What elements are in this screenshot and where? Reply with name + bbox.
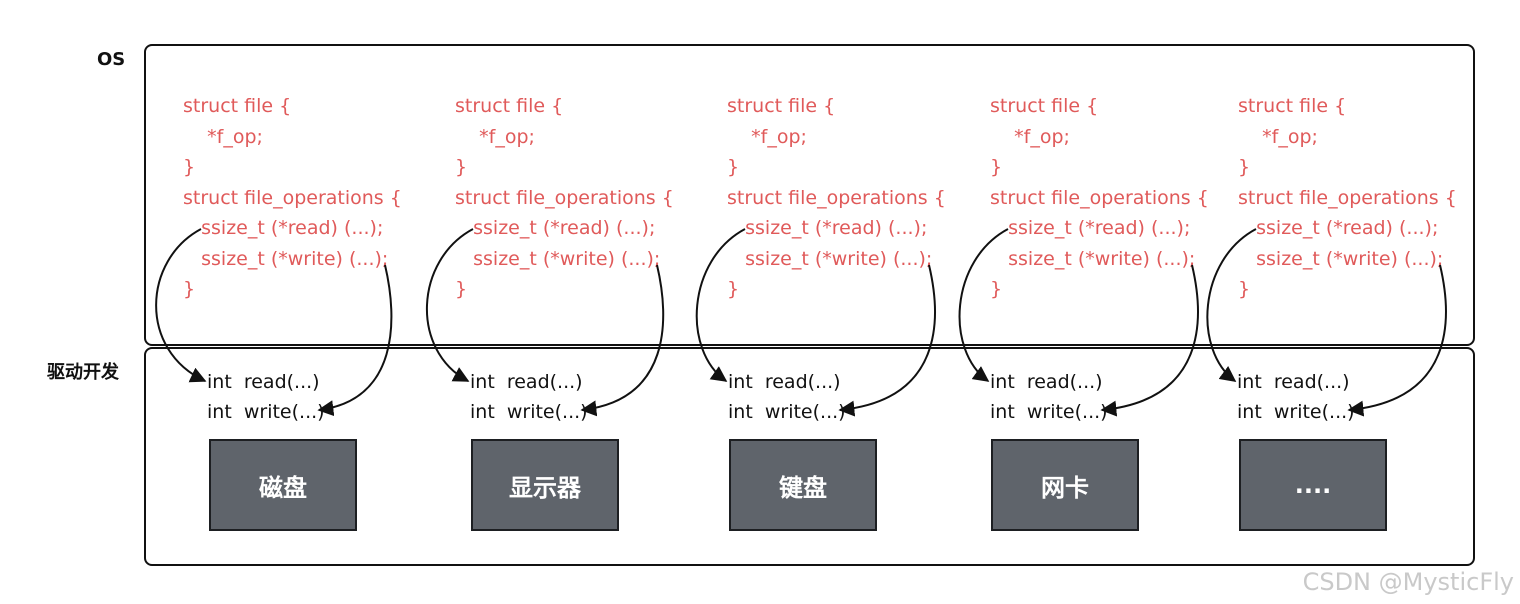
read-arrow [425,228,474,382]
code-line: struct file_operations { [183,186,402,209]
code-line: *f_op; [455,125,535,148]
code-line: } [727,156,740,178]
driver-func-read: int read(...) [728,371,841,393]
read-arrow [1206,228,1257,382]
device-box: 键盘 [729,439,877,531]
code-line: *f_op; [990,125,1070,148]
driver-functions: int read(...) int write(...) [728,367,846,427]
code-line: struct file { [727,95,836,117]
struct-code-block: struct file { *f_op;} struct file_operati… [727,91,946,305]
driver-func-write: int write(...) [990,401,1108,423]
device-box: 网卡 [991,439,1139,531]
write-arrow [1347,264,1447,417]
code-line: } [727,278,740,300]
driver-func-write: int write(...) [470,401,588,423]
driver-functions: int read(...) int write(...) [207,367,325,427]
read-arrow [155,228,207,383]
driver-functions: int read(...) int write(...) [1237,367,1355,427]
code-line: ssize_t (*write) (...); [183,247,389,270]
write-arrow [317,264,393,417]
code-line: struct file_operations { [727,186,946,209]
code-line: ssize_t (*write) (...); [455,247,661,270]
device-box: .... [1239,439,1387,531]
code-line: struct file_operations { [1238,186,1457,209]
struct-code-block: struct file { *f_op;} struct file_operati… [183,91,402,305]
driver-label: 驱动开发 [47,362,119,383]
code-line: ssize_t (*write) (...); [1238,247,1444,270]
os-panel [144,44,1475,346]
code-line: struct file { [990,95,1099,117]
code-line: ssize_t (*read) (...); [183,217,384,239]
driver-func-write: int write(...) [207,401,325,423]
driver-func-read: int read(...) [1237,371,1350,393]
code-line: ssize_t (*write) (...); [727,247,933,270]
code-line: ssize_t (*write) (...); [990,247,1196,270]
write-arrow [580,264,665,417]
code-line: ssize_t (*read) (...); [455,217,656,239]
driver-func-read: int read(...) [470,371,583,393]
code-line: ssize_t (*read) (...); [990,217,1191,239]
driver-panel [144,347,1475,566]
code-line: *f_op; [1238,125,1318,148]
code-line: ssize_t (*read) (...); [1238,217,1439,239]
driver-func-read: int read(...) [207,371,320,393]
struct-code-block: struct file { *f_op;} struct file_operati… [990,91,1209,305]
write-arrow [838,264,936,417]
code-line: ssize_t (*read) (...); [727,217,928,239]
driver-func-read: int read(...) [990,371,1103,393]
code-line: *f_op; [183,125,263,148]
os-label: OS [97,49,126,70]
watermark: CSDN @MysticFly [1302,568,1514,596]
code-line: struct file_operations { [455,186,674,209]
read-arrow [958,228,1009,382]
code-line: } [455,156,468,178]
code-line: } [1238,156,1251,178]
driver-functions: int read(...) int write(...) [990,367,1108,427]
write-arrow [1100,264,1199,417]
code-line: struct file { [1238,95,1347,117]
code-line: struct file { [455,95,564,117]
device-box: 显示器 [471,439,619,531]
driver-functions: int read(...) int write(...) [470,367,588,427]
code-line: } [1238,278,1251,300]
code-line: } [990,278,1003,300]
code-line: *f_op; [727,125,807,148]
device-box: 磁盘 [209,439,357,531]
code-line: struct file { [183,95,292,117]
read-arrow [695,228,746,382]
driver-func-write: int write(...) [1237,401,1355,423]
code-line: } [183,156,196,178]
driver-func-write: int write(...) [728,401,846,423]
struct-code-block: struct file { *f_op;} struct file_operati… [1238,91,1457,305]
code-line: struct file_operations { [990,186,1209,209]
struct-code-block: struct file { *f_op;} struct file_operati… [455,91,674,305]
code-line: } [990,156,1003,178]
code-line: } [183,278,196,300]
code-line: } [455,278,468,300]
